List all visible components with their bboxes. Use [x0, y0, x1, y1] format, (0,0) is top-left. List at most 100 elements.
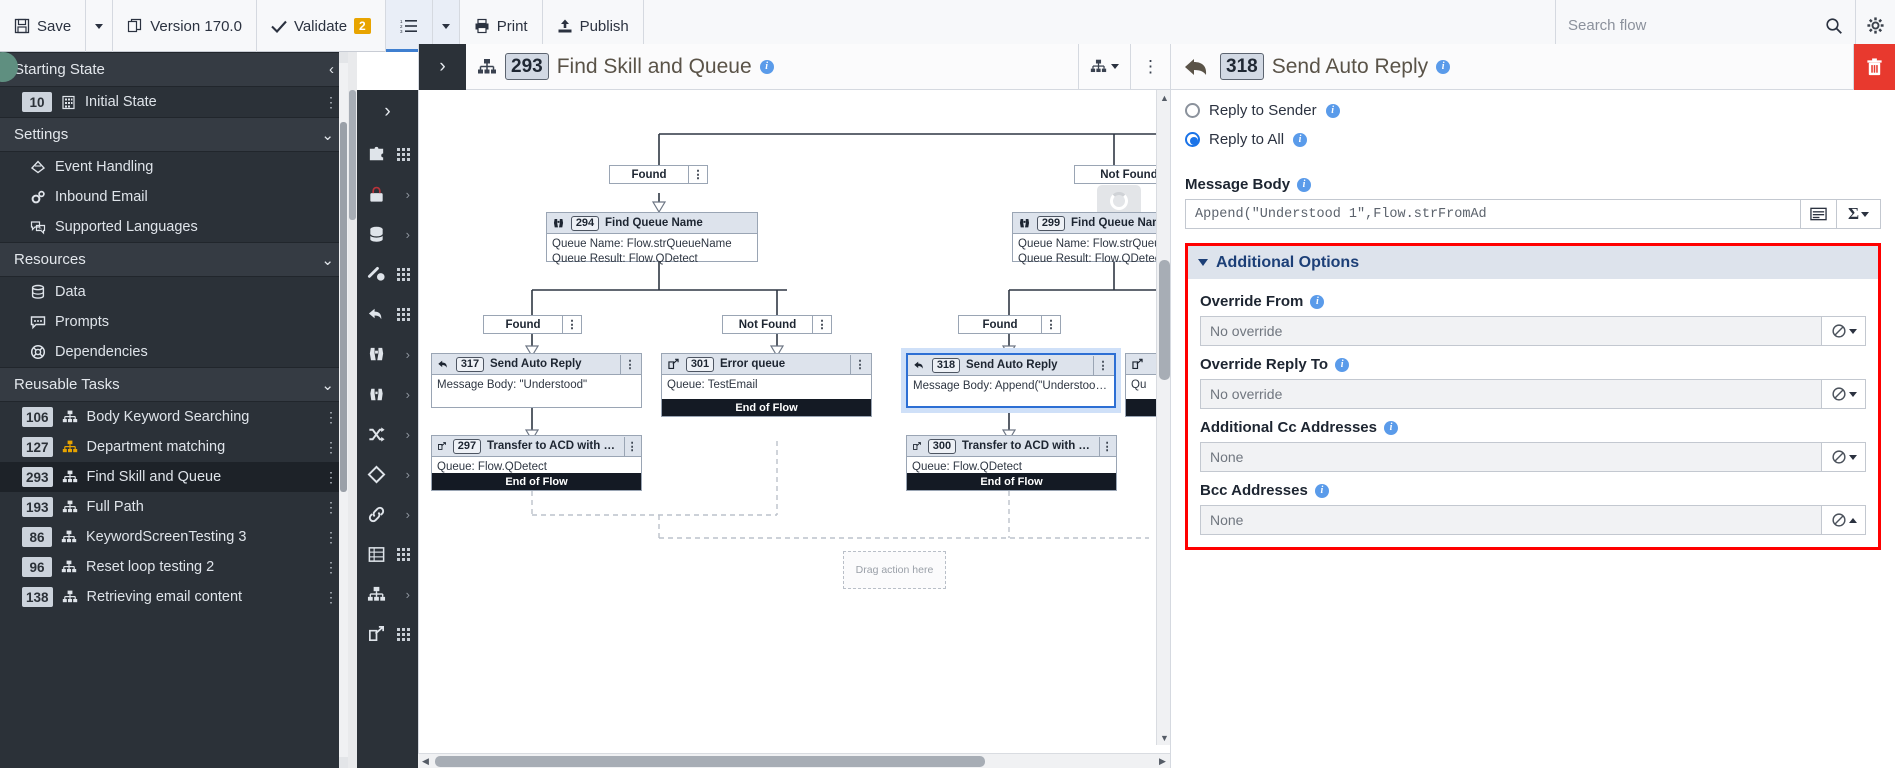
- kebab-menu-icon[interactable]: ⋮: [324, 93, 338, 110]
- sidebar-scroll-thumb[interactable]: [340, 122, 347, 492]
- back-arrow-icon[interactable]: [1183, 55, 1211, 79]
- scroll-right-arrow[interactable]: ▶: [1159, 755, 1166, 766]
- secondary-scrollbar[interactable]: [348, 52, 357, 768]
- flow-node-294[interactable]: 294 Find Queue Name Queue Name: Flow.str…: [546, 212, 758, 265]
- kebab-menu-icon[interactable]: ⋮: [688, 166, 707, 183]
- sidebar-section-settings[interactable]: Settings ⌄: [0, 117, 348, 152]
- sidebar-item-initial-state[interactable]: 10 Initial State ⋮: [0, 87, 348, 117]
- rail-item-reply[interactable]: [357, 294, 418, 334]
- option-value[interactable]: None: [1210, 512, 1244, 528]
- additional-options-header[interactable]: Additional Options: [1188, 246, 1878, 279]
- search-icon[interactable]: [1825, 17, 1843, 35]
- kebab-menu-icon[interactable]: ⋮: [850, 354, 869, 374]
- radio-reply-to-all[interactable]: Reply to All i: [1185, 125, 1881, 154]
- option-select[interactable]: No override: [1200, 379, 1866, 409]
- sidebar-item-data[interactable]: Data: [0, 277, 348, 307]
- flow-node-317[interactable]: 317 Send Auto Reply ⋮ Message Body: "Und…: [431, 353, 642, 408]
- branch-found-317[interactable]: Found ⋮: [483, 315, 582, 334]
- kebab-menu-icon[interactable]: ⋮: [1093, 355, 1112, 375]
- sidebar-item-inbound-email[interactable]: Inbound Email: [0, 182, 348, 212]
- kebab-menu-icon[interactable]: ⋮: [1041, 316, 1060, 333]
- flow-node-301[interactable]: 301 Error queue ⋮ Queue: TestEmail End o…: [661, 353, 872, 417]
- drag-action-dropzone[interactable]: Drag action here: [843, 551, 946, 589]
- sidebar-item-dependencies[interactable]: Dependencies: [0, 337, 348, 367]
- info-icon[interactable]: i: [1310, 294, 1325, 309]
- sidebar-item-event-handling[interactable]: Event Handling: [0, 152, 348, 182]
- sidebar-section-starting-state[interactable]: Starting State ‹: [0, 52, 348, 87]
- sidebar-section-reusable-tasks[interactable]: Reusable Tasks ⌄: [0, 367, 348, 402]
- radio-indicator[interactable]: [1185, 132, 1200, 147]
- option-select[interactable]: None: [1200, 442, 1866, 472]
- search-input[interactable]: [1568, 17, 1825, 34]
- rail-item-security[interactable]: ›: [357, 174, 418, 214]
- canvas-scroll-thumb-h[interactable]: [435, 756, 985, 767]
- sidebar-section-resources[interactable]: Resources ⌄: [0, 242, 348, 277]
- list-view-button[interactable]: 1 2 3: [385, 0, 433, 52]
- kebab-menu-icon[interactable]: ⋮: [324, 528, 338, 545]
- layout-dropdown-button[interactable]: [1078, 43, 1130, 90]
- option-value[interactable]: No override: [1210, 386, 1283, 402]
- kebab-menu-icon[interactable]: ⋮: [562, 316, 581, 333]
- message-body-field[interactable]: Append("Understood 1",Flow.strFromAd Σ: [1185, 199, 1881, 229]
- info-icon[interactable]: i: [1314, 483, 1329, 498]
- secondary-scroll-thumb[interactable]: [349, 90, 356, 220]
- no-override-icon[interactable]: [1821, 317, 1865, 345]
- no-override-icon[interactable]: [1821, 443, 1865, 471]
- scroll-up-arrow[interactable]: ▲: [1160, 92, 1169, 103]
- message-body-value[interactable]: Append("Understood 1",Flow.strFromAd: [1195, 206, 1487, 222]
- radio-indicator[interactable]: [1185, 103, 1200, 118]
- rail-item-decision[interactable]: ›: [357, 454, 418, 494]
- branch-notfound-299[interactable]: Not Found: [1074, 165, 1171, 184]
- print-button[interactable]: Print: [460, 0, 543, 52]
- info-icon[interactable]: i: [1325, 103, 1340, 118]
- info-icon[interactable]: i: [1297, 177, 1312, 192]
- list-view-dropdown-button[interactable]: [432, 0, 460, 52]
- flow-node-318[interactable]: 318 Send Auto Reply ⋮ Message Body: Appe…: [901, 348, 1121, 413]
- rail-item-flow[interactable]: ›: [357, 574, 418, 614]
- rail-item-table[interactable]: [357, 534, 418, 574]
- option-select[interactable]: No override: [1200, 316, 1866, 346]
- flow-node-297[interactable]: 297 Transfer to ACD with queue a… ⋮ Queu…: [431, 435, 642, 491]
- option-value[interactable]: None: [1210, 449, 1244, 465]
- rail-item-search[interactable]: ›: [357, 374, 418, 414]
- text-editor-icon[interactable]: [1800, 200, 1836, 228]
- branch-notfound-301[interactable]: Not Found ⋮: [722, 315, 832, 334]
- publish-button[interactable]: Publish: [543, 0, 644, 52]
- option-value[interactable]: No override: [1210, 323, 1283, 339]
- scroll-down-arrow[interactable]: [339, 757, 348, 768]
- scroll-up-arrow[interactable]: [339, 52, 348, 63]
- info-icon[interactable]: i: [1335, 357, 1350, 372]
- option-select[interactable]: None: [1200, 505, 1866, 535]
- canvas-expand-button[interactable]: ›: [419, 43, 466, 90]
- sidebar-scrollbar[interactable]: [339, 52, 348, 768]
- rail-item-routing[interactable]: [357, 254, 418, 294]
- canvas-kebab-menu[interactable]: ⋮: [1130, 43, 1170, 90]
- info-icon[interactable]: i: [1383, 420, 1398, 435]
- kebab-menu-icon[interactable]: ⋮: [324, 588, 338, 605]
- canvas-horizontal-scrollbar[interactable]: ◀ ▶: [418, 753, 1170, 768]
- sidebar-item-supported-languages[interactable]: A Supported Languages: [0, 212, 348, 242]
- scroll-left-arrow[interactable]: ◀: [422, 755, 429, 766]
- flow-node-299[interactable]: 299 Find Queue Name Queue Name: Flow.str…: [1012, 212, 1171, 265]
- kebab-menu-icon[interactable]: ⋮: [324, 408, 338, 425]
- kebab-menu-icon[interactable]: ⋮: [324, 558, 338, 575]
- settings-button[interactable]: [1856, 0, 1895, 51]
- rail-expand-button[interactable]: ›: [384, 101, 391, 122]
- rail-item-find[interactable]: ›: [357, 334, 418, 374]
- save-dropdown-button[interactable]: [86, 0, 114, 52]
- delete-button[interactable]: [1853, 43, 1895, 90]
- version-button[interactable]: Version 170.0: [113, 0, 257, 52]
- info-icon[interactable]: i: [759, 59, 774, 74]
- no-override-icon[interactable]: [1821, 380, 1865, 408]
- canvas-scroll-thumb-v[interactable]: [1159, 260, 1170, 380]
- rail-item-shuffle[interactable]: ›: [357, 414, 418, 454]
- info-icon[interactable]: i: [1293, 132, 1308, 147]
- flow-node-partial-right[interactable]: Qu: [1125, 353, 1171, 417]
